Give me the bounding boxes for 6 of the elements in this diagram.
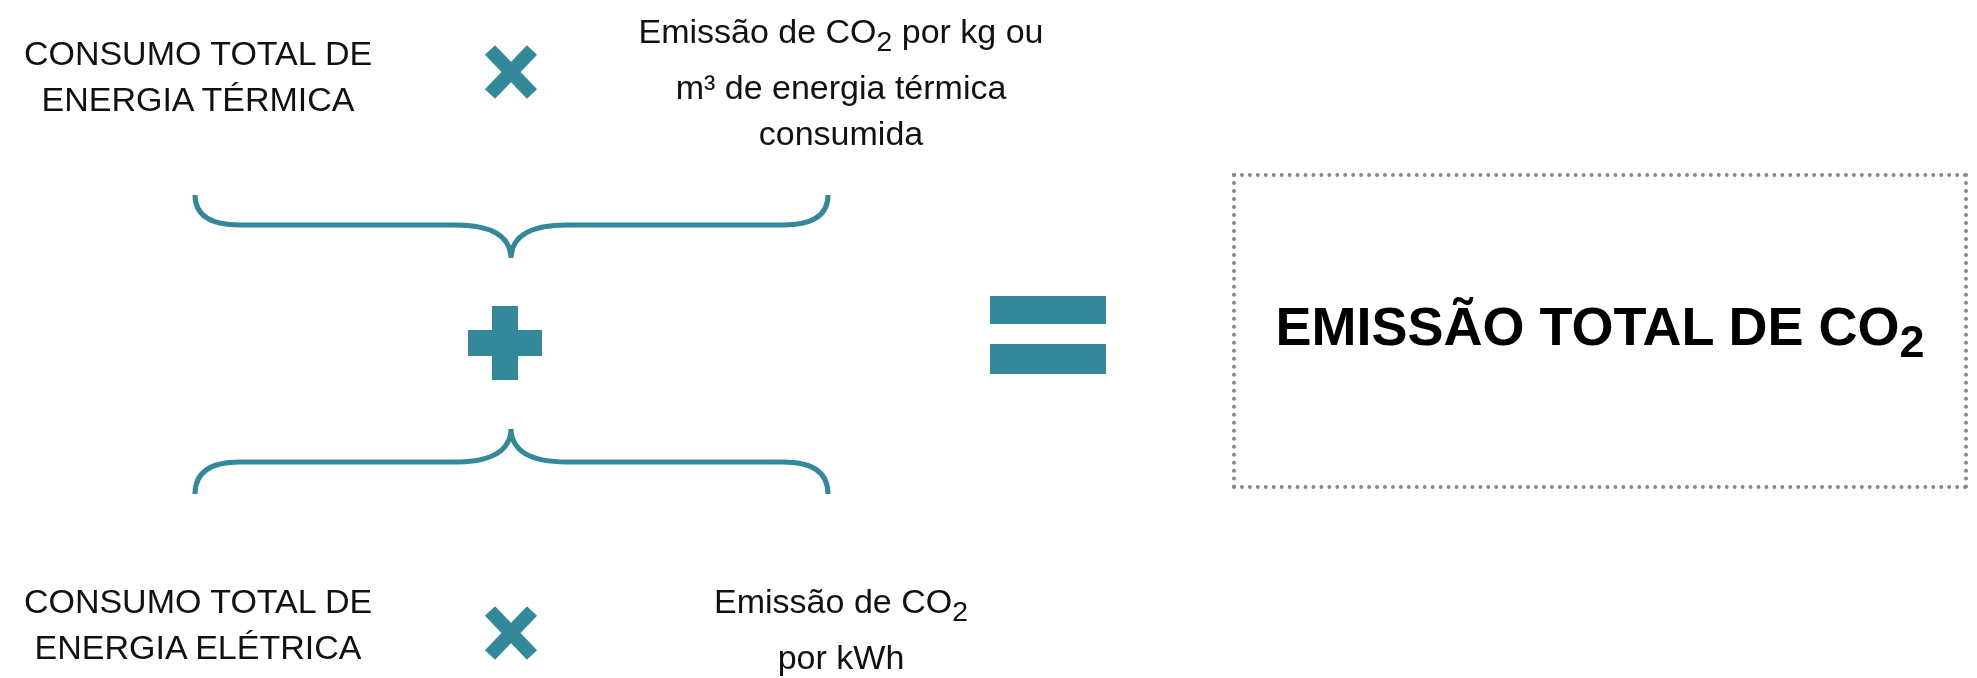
term-label: CONSUMO TOTAL DE ENERGIA ELÉTRICA [22,581,374,668]
term-label: CONSUMO TOTAL DE ENERGIA TÉRMICA [22,33,374,120]
result-box [1232,173,1968,489]
factor-label: Emissão de CO$_{2}$ por kg ou m³ de energia térmica consumida [637,11,1045,154]
result-text: EMISSÃO TOTAL DE CO$_{2}$ [1275,294,1925,368]
factor-label: Emissão de CO$_{2}$ por kWh [713,581,969,678]
